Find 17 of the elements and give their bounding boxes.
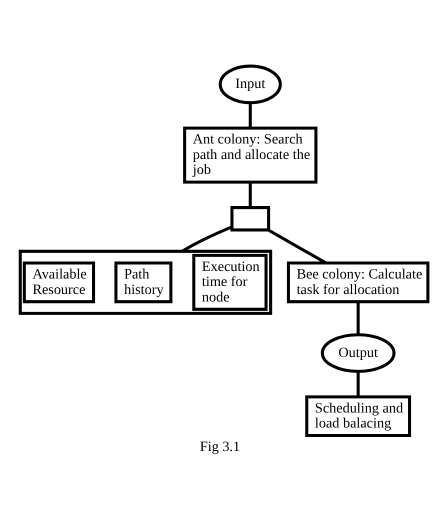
node-box: Bee colony: Calculate task for allocation [286,260,430,303]
node-box: Scheduling and load balacing [305,394,412,437]
node-ellipse: Output [320,332,396,372]
node-box: Path history [114,260,172,303]
node-box: Ant colony: Search path and allocate the job [183,126,318,184]
connector [181,225,232,252]
connector [356,301,360,334]
node-box [230,206,270,231]
connector [248,102,252,128]
node-box: Execution time for node [192,253,268,310]
node-box: Available Resource [22,260,96,303]
cluster [18,249,272,314]
connector [356,370,360,396]
caption: Fig 3.1 [200,438,240,454]
connector [268,228,327,264]
connector [248,182,252,208]
node-ellipse: Input [218,64,282,104]
